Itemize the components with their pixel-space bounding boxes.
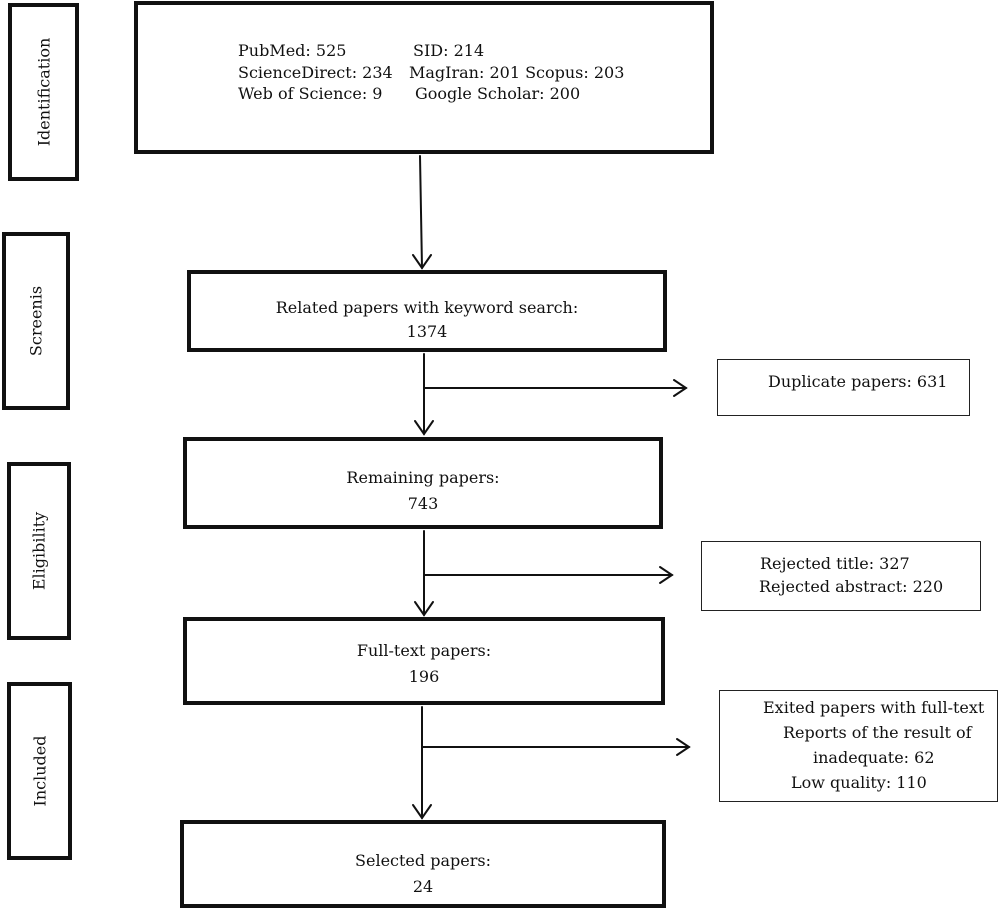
remaining-papers-label: Remaining papers: — [346, 468, 500, 487]
remaining-papers-count: 743 — [407, 494, 439, 513]
fulltext-papers-box: Full-text papers: 196 — [183, 617, 665, 705]
stage-identification: Identification — [8, 3, 79, 181]
arrow-sources-to-related — [419, 155, 423, 269]
source-sciencedirect: ScienceDirect: 234 — [238, 63, 393, 82]
exited-line-1: Exited papers with full-text — [763, 698, 985, 717]
source-googlescholar: Google Scholar: 200 — [415, 84, 581, 103]
rejected-title-text: Rejected title: 327 — [760, 554, 910, 573]
exited-papers-box: Exited papers with full-text Reports of … — [719, 690, 998, 802]
stage-eligibility: Eligibility — [7, 462, 71, 640]
arrowhead-selected — [412, 804, 432, 820]
exited-line-2: Reports of the result of — [783, 723, 972, 742]
rejected-abstract-text: Rejected abstract: 220 — [759, 577, 944, 596]
source-magiran-scopus: MagIran: 201 Scopus: 203 — [409, 63, 625, 82]
source-pubmed: PubMed: 525 — [238, 41, 347, 60]
selected-papers-box: Selected papers: 24 — [180, 820, 666, 908]
stage-screening: Screenis — [2, 232, 70, 410]
related-papers-count: 1374 — [406, 322, 448, 341]
selected-papers-label: Selected papers: — [355, 851, 491, 870]
exited-line-4: Low quality: 110 — [791, 773, 927, 792]
selected-papers-count: 24 — [412, 877, 434, 896]
arrowhead-rejected — [659, 566, 674, 584]
arrowhead-remaining — [414, 420, 434, 436]
rejected-box: Rejected title: 327 Rejected abstract: 2… — [701, 541, 981, 611]
arrowhead-exited — [676, 738, 691, 756]
duplicate-papers-box: Duplicate papers: 631 — [717, 359, 970, 416]
exited-line-3: inadequate: 62 — [813, 748, 935, 767]
arrowhead-duplicate — [673, 379, 688, 397]
source-webofscience: Web of Science: 9 — [238, 84, 383, 103]
remaining-papers-box: Remaining papers: 743 — [183, 437, 663, 529]
related-papers-label: Related papers with keyword search: — [275, 298, 579, 317]
arrowhead-fulltext — [414, 601, 434, 617]
fulltext-papers-count: 196 — [408, 667, 440, 686]
sources-box: PubMed: 525 SID: 214 ScienceDirect: 234 … — [134, 1, 714, 154]
fulltext-papers-label: Full-text papers: — [356, 641, 492, 660]
source-sid: SID: 214 — [413, 41, 485, 60]
stage-included: Included — [7, 682, 72, 860]
arrowhead-related — [412, 254, 432, 270]
related-papers-box: Related papers with keyword search: 1374 — [187, 270, 667, 352]
duplicate-papers-text: Duplicate papers: 631 — [768, 372, 948, 391]
